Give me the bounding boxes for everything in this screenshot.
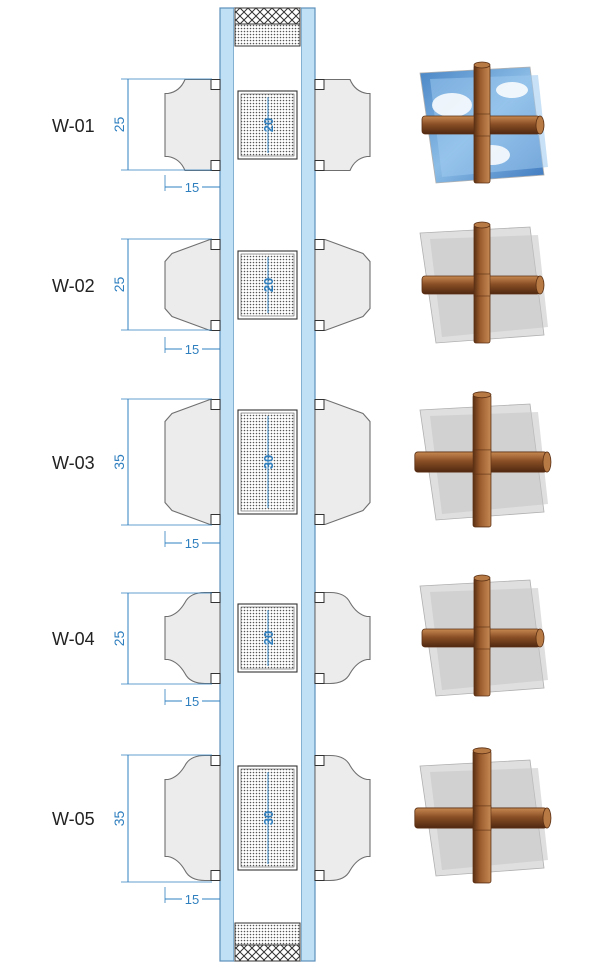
muntin-end-cap xyxy=(473,221,491,229)
profile-code: W-01 xyxy=(52,116,95,136)
height-label: 25 xyxy=(111,117,127,133)
profile-code: W-03 xyxy=(52,453,95,473)
muntin-profile-left xyxy=(164,398,221,526)
spacer-size-label: 30 xyxy=(261,811,276,825)
muntin-end-cap xyxy=(472,391,492,399)
label-backing xyxy=(182,694,202,708)
muntin-profile-right xyxy=(314,591,371,685)
profile-code: W-05 xyxy=(52,809,95,829)
muntin-end-cap xyxy=(473,61,491,69)
adhesive-tape xyxy=(210,870,221,881)
muntin-3d-render xyxy=(414,391,552,528)
edge-spacer-bottom xyxy=(234,922,301,962)
adhesive-tape xyxy=(314,399,325,410)
muntin-end-cap xyxy=(473,574,491,582)
adhesive-tape xyxy=(210,592,221,603)
edge-spacer-top xyxy=(234,7,301,47)
height-label: 35 xyxy=(111,454,127,470)
adhesive-tape xyxy=(314,592,325,603)
profile-row-5: W-05 30 35 15 xyxy=(52,747,552,907)
adhesive-tape xyxy=(314,160,325,171)
muntin-joint xyxy=(473,626,491,650)
muntin-end-cap xyxy=(472,747,492,755)
adhesive-tape xyxy=(314,320,325,331)
profile-code: W-04 xyxy=(52,629,95,649)
depth-label: 15 xyxy=(185,694,199,709)
adhesive-tape xyxy=(314,239,325,250)
muntin-3d-render xyxy=(414,747,552,884)
muntin-profile-right xyxy=(314,754,371,882)
adhesive-tape xyxy=(210,514,221,525)
muntin-profile-right xyxy=(314,78,371,172)
height-label: 25 xyxy=(111,277,127,293)
adhesive-tape xyxy=(210,79,221,90)
profile-code: W-02 xyxy=(52,276,95,296)
adhesive-tape xyxy=(210,755,221,766)
adhesive-tape xyxy=(210,673,221,684)
muntin-end-cap xyxy=(535,115,545,135)
muntin-joint xyxy=(472,805,492,831)
spacer-size-label: 20 xyxy=(261,631,276,645)
glass-pane-right xyxy=(300,7,316,962)
profile-row-4: W-04 20 25 15 xyxy=(52,574,548,709)
cloud-shape xyxy=(496,82,528,98)
depth-label: 15 xyxy=(185,180,199,195)
label-backing xyxy=(182,180,202,194)
adhesive-tape xyxy=(314,514,325,525)
muntin-3d-render xyxy=(419,574,548,697)
profile-row-2: W-02 20 25 15 xyxy=(52,221,548,357)
muntin-profile-right xyxy=(314,398,371,526)
muntin-profile-left xyxy=(164,754,221,882)
label-backing xyxy=(182,536,202,550)
muntin-joint xyxy=(473,273,491,297)
muntin-profile-left xyxy=(164,591,221,685)
adhesive-tape xyxy=(210,160,221,171)
adhesive-tape xyxy=(314,870,325,881)
muntin-3d-render xyxy=(419,61,548,184)
muntin-joint xyxy=(473,113,491,137)
adhesive-tape xyxy=(314,79,325,90)
muntin-joint xyxy=(472,449,492,475)
spacer-size-label: 20 xyxy=(261,278,276,292)
adhesive-tape xyxy=(210,399,221,410)
label-backing xyxy=(182,342,202,356)
muntin-profile-left xyxy=(164,238,221,332)
muntin-profile-left xyxy=(164,78,221,172)
spacer-size-label: 30 xyxy=(261,455,276,469)
muntin-end-cap xyxy=(535,275,545,295)
depth-label: 15 xyxy=(185,342,199,357)
adhesive-tape xyxy=(314,673,325,684)
adhesive-tape xyxy=(314,755,325,766)
muntin-profile-right xyxy=(314,238,371,332)
adhesive-tape xyxy=(210,320,221,331)
label-backing xyxy=(182,892,202,906)
muntin-end-cap xyxy=(542,807,552,829)
height-label: 35 xyxy=(111,811,127,827)
profile-row-3: W-03 30 35 15 xyxy=(52,391,552,551)
cloud-shape xyxy=(432,93,472,117)
glass-pane-left xyxy=(219,7,235,962)
muntin-3d-render xyxy=(419,221,548,344)
height-label: 25 xyxy=(111,631,127,647)
profile-row-1: W-01 20 25 15 xyxy=(52,61,548,195)
adhesive-tape xyxy=(210,239,221,250)
spacer-size-label: 20 xyxy=(261,118,276,132)
depth-label: 15 xyxy=(185,892,199,907)
muntin-end-cap xyxy=(535,628,545,648)
depth-label: 15 xyxy=(185,536,199,551)
muntin-end-cap xyxy=(542,451,552,473)
